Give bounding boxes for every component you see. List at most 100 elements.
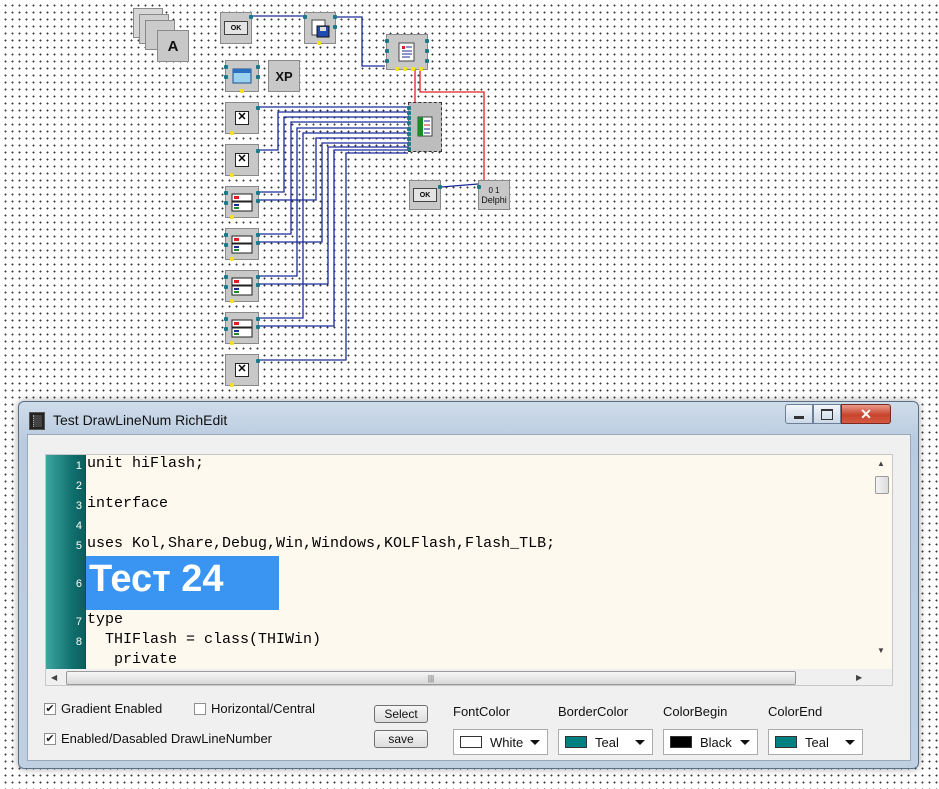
chevron-down-icon[interactable] xyxy=(740,740,750,745)
form-component[interactable] xyxy=(224,60,260,93)
draw-line-number-checkbox[interactable]: ✔ Enabled/Dasabled DrawLineNumber xyxy=(44,731,272,746)
checkbox-component[interactable]: ✕ xyxy=(225,354,260,387)
input-point[interactable] xyxy=(224,233,228,237)
chevron-down-icon[interactable] xyxy=(530,740,540,745)
minimize-button[interactable] xyxy=(785,404,813,424)
chevron-down-icon[interactable] xyxy=(635,740,645,745)
property-point[interactable] xyxy=(230,383,234,387)
rich-edit[interactable]: 1 2 3 4 5 6 7 8 unit hiFlash; interface … xyxy=(45,454,893,686)
checkbox-component[interactable]: ✕ xyxy=(225,102,260,135)
input-point[interactable] xyxy=(407,111,411,115)
app-window[interactable]: Test DrawLineNum RichEdit ✕ 1 2 3 4 5 6 … xyxy=(18,401,919,769)
output-point[interactable] xyxy=(256,75,260,79)
input-point[interactable] xyxy=(303,15,307,19)
checkbox-box[interactable] xyxy=(194,702,206,715)
output-point[interactable] xyxy=(256,233,260,237)
output-point[interactable] xyxy=(256,317,260,321)
property-point[interactable] xyxy=(230,341,234,345)
input-point[interactable] xyxy=(224,65,228,69)
draw-line-num-component[interactable] xyxy=(407,102,442,152)
input-point[interactable] xyxy=(385,39,389,43)
input-point[interactable] xyxy=(224,285,228,289)
checkbox-component[interactable]: ✕ xyxy=(225,144,260,177)
color-combo-component[interactable] xyxy=(224,228,260,261)
ok-button-component[interactable]: OK xyxy=(220,12,253,44)
property-point[interactable] xyxy=(230,299,234,303)
save-button[interactable]: save xyxy=(374,730,428,748)
input-point[interactable] xyxy=(224,75,228,79)
input-point[interactable] xyxy=(407,106,411,110)
input-point[interactable] xyxy=(385,49,389,53)
save-dialog-component[interactable] xyxy=(303,12,337,45)
scroll-left-icon[interactable]: ◀ xyxy=(51,673,58,682)
input-point[interactable] xyxy=(224,191,228,195)
input-point[interactable] xyxy=(385,59,389,63)
scroll-down-icon[interactable]: ▼ xyxy=(877,646,885,655)
output-point[interactable] xyxy=(256,283,260,287)
property-point[interactable] xyxy=(230,257,234,261)
checkbox-box[interactable]: ✔ xyxy=(44,732,56,745)
input-point[interactable] xyxy=(224,243,228,247)
output-point[interactable] xyxy=(256,199,260,203)
input-point[interactable] xyxy=(407,147,411,151)
color-end-select[interactable]: Teal xyxy=(768,729,863,755)
input-point[interactable] xyxy=(407,121,411,125)
chevron-down-icon[interactable] xyxy=(845,740,855,745)
horizontal-central-checkbox[interactable]: Horizontal/Central xyxy=(194,701,315,716)
horizontal-scroll-thumb[interactable]: ||| xyxy=(66,671,796,685)
vertical-scroll-thumb[interactable] xyxy=(875,476,889,494)
output-point[interactable] xyxy=(425,49,429,53)
property-point[interactable] xyxy=(230,215,234,219)
output-point[interactable] xyxy=(256,275,260,279)
output-point[interactable] xyxy=(256,191,260,195)
maximize-button[interactable] xyxy=(813,404,841,424)
vertical-scrollbar[interactable]: ▲ ▼ xyxy=(872,455,892,669)
output-point[interactable] xyxy=(438,185,442,189)
input-point[interactable] xyxy=(477,185,481,189)
property-point[interactable] xyxy=(317,41,321,45)
color-combo-component[interactable] xyxy=(224,186,260,219)
input-point[interactable] xyxy=(224,275,228,279)
input-point[interactable] xyxy=(407,132,411,136)
label-component[interactable]: A xyxy=(133,8,193,68)
input-point[interactable] xyxy=(407,142,411,146)
horizontal-scrollbar[interactable]: ◀ ||| ▶ xyxy=(46,669,872,685)
select-button[interactable]: Select xyxy=(374,705,428,723)
ok-button-component[interactable]: OK xyxy=(409,180,442,210)
input-point[interactable] xyxy=(407,127,411,131)
checkbox-box[interactable]: ✔ xyxy=(44,702,56,715)
delphi-component[interactable]: 0 1 Delphi xyxy=(477,180,510,210)
output-point[interactable] xyxy=(256,106,260,110)
input-point[interactable] xyxy=(224,327,228,331)
color-combo-component[interactable] xyxy=(224,312,260,345)
gradient-enabled-checkbox[interactable]: ✔ Gradient Enabled xyxy=(44,701,162,716)
scroll-right-icon[interactable]: ▶ xyxy=(856,673,863,682)
editor-text-area[interactable]: unit hiFlash; interface uses Kol,Share,D… xyxy=(86,455,872,669)
output-point[interactable] xyxy=(425,59,429,63)
input-point[interactable] xyxy=(407,116,411,120)
color-combo-component[interactable] xyxy=(224,270,260,303)
output-point[interactable] xyxy=(256,149,260,153)
output-point[interactable] xyxy=(256,241,260,245)
property-point[interactable] xyxy=(403,67,407,71)
output-point[interactable] xyxy=(256,359,260,363)
output-point[interactable] xyxy=(333,25,337,29)
color-begin-select[interactable]: Black xyxy=(663,729,758,755)
scroll-up-icon[interactable]: ▲ xyxy=(877,459,885,468)
input-point[interactable] xyxy=(224,201,228,205)
border-color-select[interactable]: Teal xyxy=(558,729,653,755)
title-bar[interactable]: Test DrawLineNum RichEdit ✕ xyxy=(19,402,918,436)
property-point[interactable] xyxy=(230,131,234,135)
output-point[interactable] xyxy=(333,15,337,19)
rich-edit-component[interactable] xyxy=(385,34,429,71)
xp-manifest-component[interactable]: XP xyxy=(268,60,300,92)
property-point[interactable] xyxy=(395,67,399,71)
property-point[interactable] xyxy=(419,67,423,71)
property-point[interactable] xyxy=(230,173,234,177)
output-point[interactable] xyxy=(425,39,429,43)
input-point[interactable] xyxy=(224,317,228,321)
output-point[interactable] xyxy=(256,65,260,69)
schema-canvas[interactable]: A OK xyxy=(0,0,939,400)
property-point[interactable] xyxy=(240,89,244,93)
input-point[interactable] xyxy=(407,137,411,141)
